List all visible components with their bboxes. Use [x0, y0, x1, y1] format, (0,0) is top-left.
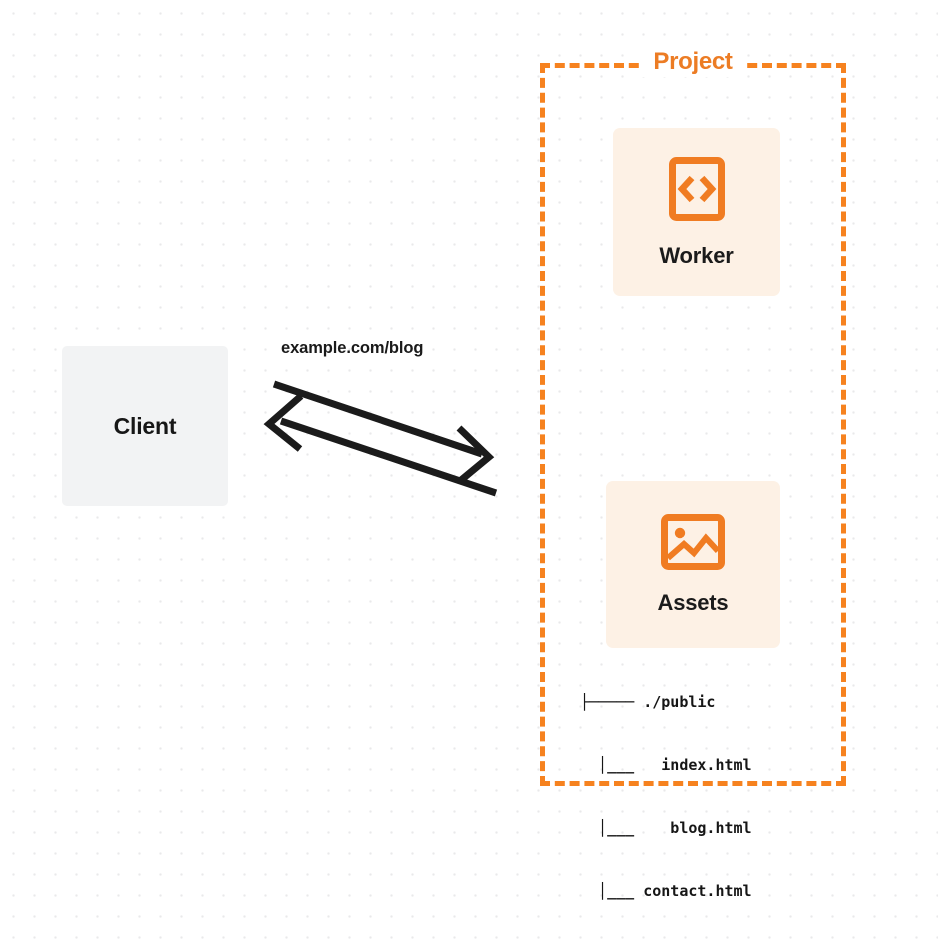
assets-file-tree: ├───── ./public │___ index.html │___ blo… — [580, 650, 752, 944]
file-tree-row: │___ contact.html — [580, 882, 752, 900]
file-tree-row: │___ index.html — [580, 756, 752, 774]
file-tree-row: │___ blog.html — [580, 819, 752, 837]
response-arrow — [263, 393, 498, 497]
client-node-label: Client — [113, 412, 177, 439]
worker-card[interactable]: Worker — [613, 128, 780, 296]
assets-card-label: Assets — [657, 590, 729, 615]
worker-card-label: Worker — [659, 242, 734, 268]
project-title: Project — [653, 48, 733, 75]
project-title-backdrop — [640, 52, 746, 77]
code-brackets-icon — [668, 156, 726, 227]
request-arrow — [272, 380, 495, 484]
connection-label: example.com/blog — [281, 339, 424, 357]
file-tree-row: ├───── ./public — [580, 693, 716, 711]
image-picture-icon — [660, 513, 726, 576]
assets-card[interactable]: Assets — [606, 481, 780, 648]
diagram-canvas: Client example.com/blog Project Worker — [62, 48, 846, 900]
client-node[interactable]: Client — [62, 346, 228, 506]
